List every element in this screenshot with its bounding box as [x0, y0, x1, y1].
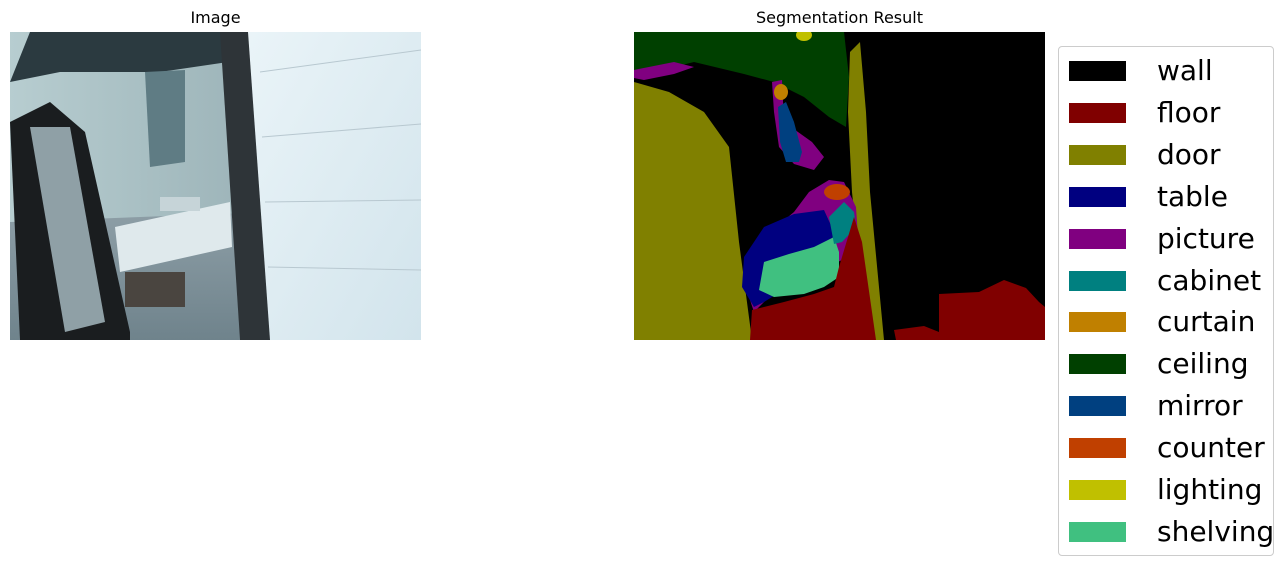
legend-item-wall: wall	[1069, 51, 1269, 91]
segmentation-legend: wall floor door table picture cabinet curtain c…	[1058, 46, 1274, 556]
legend-label: door	[1157, 137, 1221, 171]
legend-swatch	[1069, 228, 1126, 249]
legend-item-table: table	[1069, 177, 1269, 217]
legend-label: table	[1157, 179, 1228, 213]
legend-swatch	[1069, 438, 1126, 459]
legend-swatch	[1069, 61, 1126, 81]
legend-label: floor	[1157, 95, 1221, 129]
legend-label: lighting	[1157, 473, 1263, 506]
legend-label: counter	[1157, 431, 1265, 465]
legend-swatch	[1069, 480, 1126, 500]
legend-swatch	[1069, 102, 1126, 123]
legend-label: cabinet	[1157, 263, 1262, 297]
legend-swatch	[1069, 270, 1126, 291]
segmentation-panel-title: Segmentation Result	[756, 8, 923, 27]
legend-swatch	[1069, 144, 1126, 165]
legend-label: wall	[1157, 54, 1213, 87]
legend-item-lighting: lighting	[1069, 470, 1269, 510]
legend-item-counter: counter	[1069, 428, 1269, 468]
legend-item-picture: picture	[1069, 219, 1269, 259]
legend-item-mirror: mirror	[1069, 386, 1269, 426]
legend-item-ceiling: ceiling	[1069, 344, 1269, 384]
source-image	[10, 32, 421, 340]
legend-item-curtain: curtain	[1069, 302, 1269, 342]
legend-swatch	[1069, 354, 1126, 375]
legend-label: mirror	[1157, 389, 1243, 423]
image-panel-title: Image	[190, 8, 241, 27]
legend-swatch	[1069, 396, 1126, 417]
legend-swatch	[1069, 186, 1126, 207]
legend-label: curtain	[1157, 305, 1256, 339]
legend-swatch	[1069, 521, 1126, 542]
legend-item-cabinet: cabinet	[1069, 261, 1269, 301]
legend-swatch	[1069, 312, 1126, 333]
legend-label: picture	[1157, 221, 1255, 255]
legend-item-shelving: shelving	[1069, 512, 1274, 552]
legend-label: ceiling	[1157, 347, 1249, 381]
legend-item-door: door	[1069, 135, 1269, 175]
legend-label: shelving	[1157, 514, 1275, 548]
legend-item-floor: floor	[1069, 93, 1269, 133]
segmentation-map	[634, 32, 1045, 340]
